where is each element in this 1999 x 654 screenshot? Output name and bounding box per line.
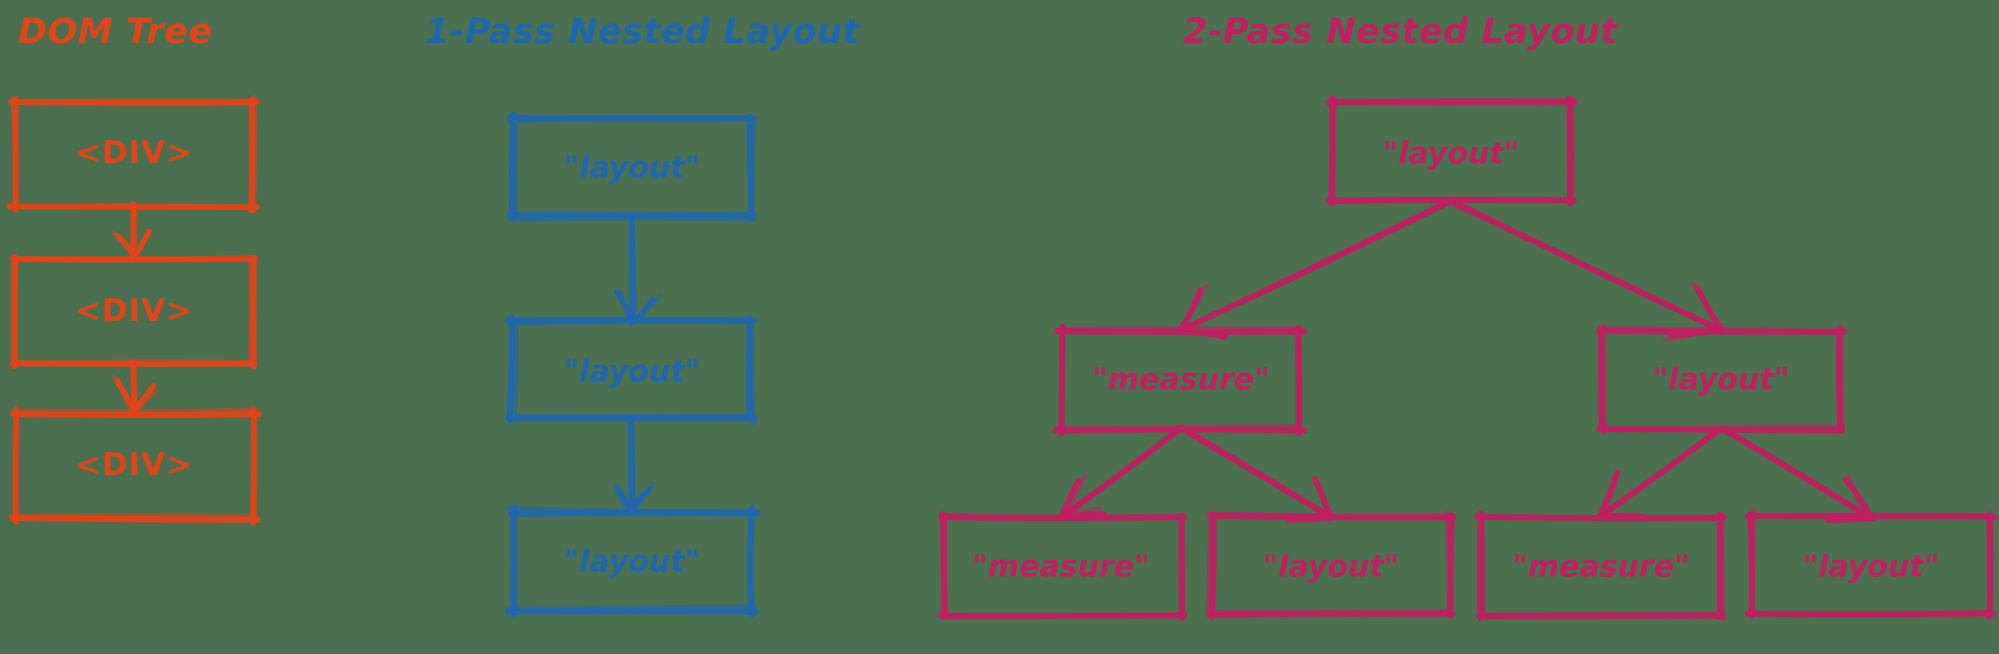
connector-group-two-pass-nested-layout	[1056, 197, 1876, 525]
node-twopass-mid-left[interactable]: "measure"	[1053, 323, 1308, 437]
node-box-dom-node-3	[9, 405, 263, 526]
node-box-twopass-mid-right	[1596, 324, 1849, 435]
connector-twopass-root-to-twopass-mid-right	[1446, 197, 1726, 342]
node-twopass-leaf-3[interactable]: "measure"	[1474, 510, 1728, 622]
node-box-twopass-leaf-2	[1204, 510, 1457, 620]
connector-twopass-mid-left-to-twopass-leaf-1	[1056, 423, 1185, 521]
connector-twopass-mid-right-to-twopass-leaf-4	[1718, 425, 1876, 524]
node-dom-node-3[interactable]: <DIV>	[9, 405, 263, 526]
node-label-dom-node-1: <DIV>	[75, 135, 193, 171]
node-label-twopass-mid-left: "measure"	[1092, 363, 1269, 398]
connector-dom-node-1-to-dom-node-2	[111, 200, 152, 263]
node-box-onepass-node-3	[504, 502, 761, 618]
node-onepass-node-3[interactable]: "layout"	[504, 502, 761, 618]
node-box-twopass-leaf-1	[935, 510, 1188, 622]
node-label-twopass-mid-right: "layout"	[1653, 363, 1790, 398]
node-twopass-root[interactable]: "layout"	[1325, 95, 1579, 207]
node-box-twopass-mid-left	[1053, 323, 1308, 437]
node-label-twopass-leaf-3: "measure"	[1512, 550, 1689, 585]
connector-twopass-mid-right-to-twopass-leaf-3	[1596, 425, 1725, 520]
panel-two-pass-nested-layout: 2-Pass Nested Layout "layout" "measure" "la…	[935, 12, 1999, 622]
connector-twopass-mid-left-to-twopass-leaf-2	[1178, 424, 1335, 525]
node-onepass-node-2[interactable]: "layout"	[504, 314, 759, 427]
panel-one-pass-nested-layout: 1-Pass Nested Layout "layout" "layout" "lay…	[425, 12, 860, 618]
panel-title-one-pass-nested-layout: 1-Pass Nested Layout	[425, 12, 860, 52]
panel-dom-tree: DOM Tree <DIV> <DIV> <DIV>	[6, 12, 263, 526]
node-twopass-leaf-2[interactable]: "layout"	[1204, 510, 1457, 620]
panel-title-two-pass-nested-layout: 2-Pass Nested Layout	[1183, 12, 1618, 52]
connector-twopass-root-to-twopass-mid-left	[1176, 198, 1454, 340]
node-twopass-leaf-1[interactable]: "measure"	[935, 510, 1188, 622]
node-dom-node-1[interactable]: <DIV>	[6, 94, 262, 214]
node-label-twopass-root: "layout"	[1383, 137, 1520, 172]
connector-onepass-node-1-to-onepass-node-2	[614, 213, 663, 327]
node-label-twopass-leaf-2: "layout"	[1263, 550, 1400, 585]
node-box-dom-node-1	[6, 94, 262, 214]
node-label-onepass-node-1: "layout"	[564, 151, 701, 186]
node-box-dom-node-2	[8, 253, 259, 370]
connector-onepass-node-2-to-onepass-node-3	[613, 416, 655, 517]
node-onepass-node-1[interactable]: "layout"	[506, 111, 757, 222]
node-twopass-leaf-4[interactable]: "layout"	[1743, 508, 1999, 622]
node-dom-node-2[interactable]: <DIV>	[8, 253, 259, 370]
node-label-onepass-node-2: "layout"	[564, 355, 701, 390]
node-label-twopass-leaf-4: "layout"	[1803, 550, 1940, 585]
node-box-twopass-root	[1325, 95, 1579, 207]
node-box-twopass-leaf-4	[1743, 508, 1999, 622]
node-label-onepass-node-3: "layout"	[564, 545, 701, 580]
node-label-dom-node-3: <DIV>	[75, 447, 193, 483]
node-box-twopass-leaf-3	[1474, 510, 1728, 622]
connector-dom-node-2-to-dom-node-3	[111, 358, 158, 417]
node-label-twopass-leaf-1: "measure"	[972, 550, 1149, 585]
panel-title-dom-tree: DOM Tree	[18, 12, 213, 52]
node-twopass-mid-right[interactable]: "layout"	[1596, 324, 1849, 435]
node-label-dom-node-2: <DIV>	[75, 293, 193, 329]
node-box-onepass-node-2	[504, 314, 759, 427]
node-box-onepass-node-1	[506, 111, 757, 222]
